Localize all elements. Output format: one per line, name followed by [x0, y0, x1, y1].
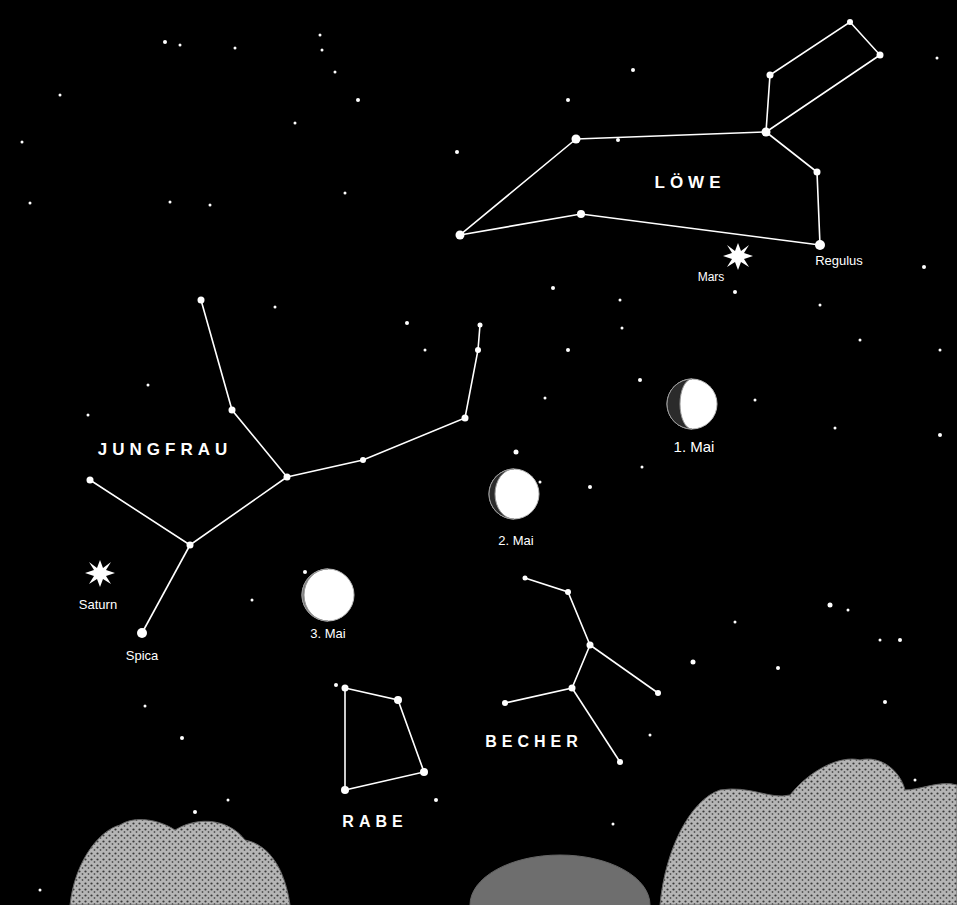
constellation-name: RABE	[342, 813, 407, 831]
background-stars	[21, 34, 943, 892]
star-name: Spica	[126, 649, 159, 663]
planet-name: Saturn	[79, 598, 117, 612]
constellation-lines	[90, 22, 880, 790]
date-label: 3. Mai	[310, 627, 345, 641]
constellation-name: LÖWE	[655, 174, 726, 193]
date-label: 1. Mai	[674, 439, 715, 456]
moon-phases	[302, 379, 717, 621]
date-label: 2. Mai	[498, 534, 533, 548]
saturn-symbol	[85, 560, 115, 587]
treeline	[70, 759, 957, 905]
constellation-name: JUNGFRAU	[98, 441, 232, 460]
constellation-name: BECHER	[485, 733, 583, 751]
planet-name: Mars	[698, 271, 725, 284]
planet-symbols	[85, 243, 753, 587]
constellation-stars	[87, 19, 884, 794]
star-name: Regulus	[815, 254, 863, 268]
mars-symbol	[723, 243, 753, 270]
